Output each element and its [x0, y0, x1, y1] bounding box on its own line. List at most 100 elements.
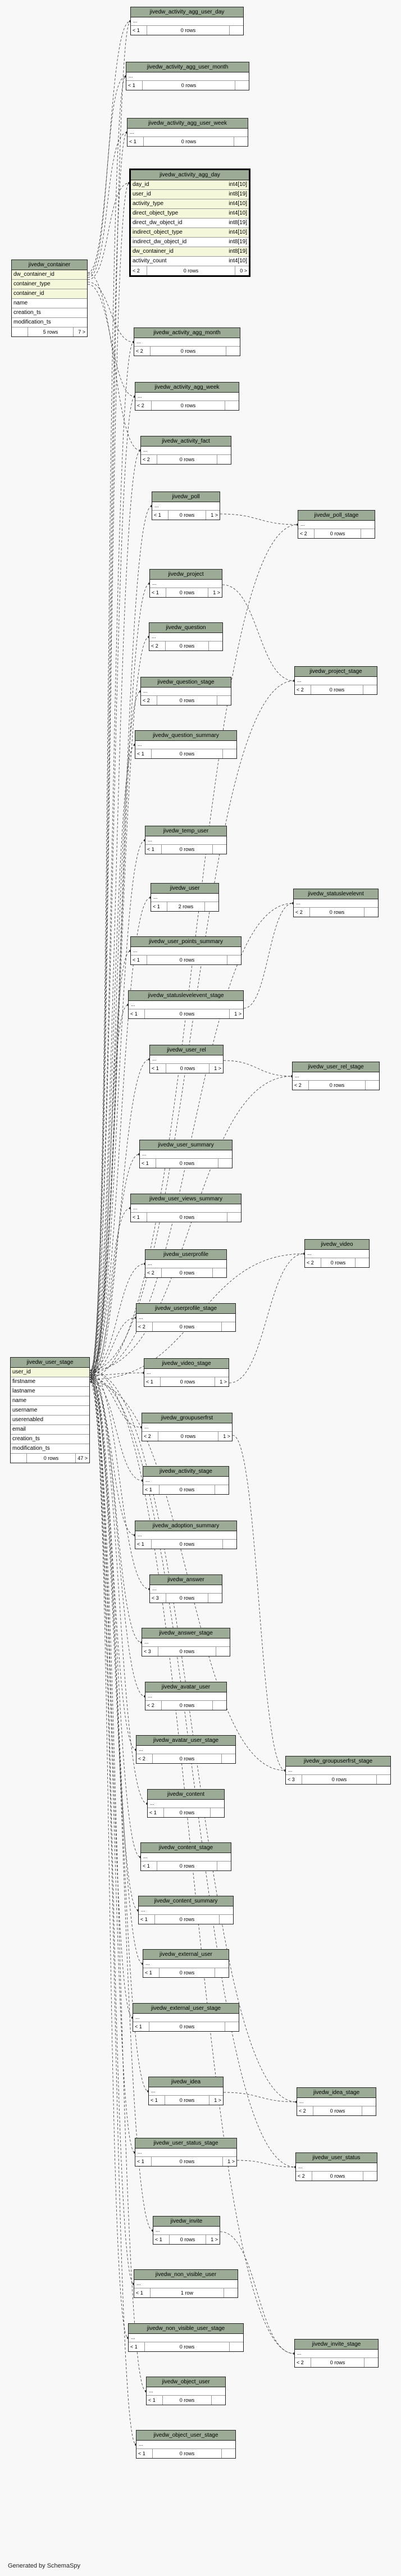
table-title[interactable]: jivedw_container — [12, 260, 87, 270]
table-title[interactable]: jivedw_content — [148, 1790, 224, 1800]
table-title[interactable]: jivedw_activity_agg_day — [131, 170, 249, 180]
table-title[interactable]: jivedw_activity_agg_user_week — [127, 119, 248, 129]
table-title[interactable]: jivedw_activity_fact — [141, 436, 231, 447]
table-title[interactable]: jivedw_question — [149, 623, 222, 633]
table-title[interactable]: jivedw_question_stage — [141, 677, 231, 688]
table-title[interactable]: jivedw_user_summary — [140, 1140, 232, 1150]
table-title[interactable]: jivedw_external_user — [143, 1950, 229, 1960]
table-title[interactable]: jivedw_invite — [153, 2217, 220, 2227]
table-title[interactable]: jivedw_object_user_stage — [136, 2431, 235, 2441]
table-title[interactable]: jivedw_groupuserfrst — [142, 1413, 232, 1423]
table-title[interactable]: jivedw_statuslevelevnt — [294, 889, 378, 899]
table-title[interactable]: jivedw_user_rel_stage — [293, 1062, 379, 1072]
table-title[interactable]: jivedw_invite_stage — [295, 2340, 378, 2350]
table-title[interactable]: jivedw_user_points_summary — [131, 937, 241, 947]
table-title[interactable]: jivedw_non_visible_user — [134, 2270, 238, 2280]
table-title[interactable]: jivedw_user_status — [296, 2153, 377, 2163]
table-title[interactable]: jivedw_adoption_summary — [135, 1521, 236, 1531]
table-title[interactable]: jivedw_avatar_user_stage — [136, 1736, 235, 1746]
table-title[interactable]: jivedw_activity_stage — [143, 1467, 229, 1477]
table-title[interactable]: jivedw_userprofile — [145, 1250, 226, 1260]
table-title[interactable]: jivedw_external_user_stage — [133, 2004, 239, 2014]
table-title[interactable]: jivedw_answer — [150, 1575, 222, 1585]
table-title[interactable]: jivedw_activity_agg_user_day — [131, 7, 243, 17]
table-title[interactable]: jivedw_idea_stage — [297, 2088, 376, 2098]
table-title[interactable]: jivedw_user_rel — [150, 1045, 223, 1055]
table-title[interactable]: jivedw_object_user — [147, 2377, 225, 2387]
table-title[interactable]: jivedw_answer_stage — [142, 1628, 230, 1639]
table-title[interactable]: jivedw_user — [151, 884, 218, 894]
table-title[interactable]: jivedw_user_views_summary — [131, 1194, 241, 1204]
table-title[interactable]: jivedw_video — [305, 1240, 369, 1250]
table-title[interactable]: jivedw_activity_agg_month — [134, 328, 240, 338]
table-title[interactable]: jivedw_question_summary — [135, 731, 236, 741]
table-title[interactable]: jivedw_activity_agg_week — [135, 383, 239, 393]
table-title[interactable]: jivedw_temp_user — [145, 826, 226, 836]
table-title[interactable]: jivedw_activity_agg_user_month — [126, 62, 249, 72]
table-title[interactable]: jivedw_user_status_stage — [135, 2138, 236, 2149]
table-title[interactable]: jivedw_groupuserfrst_stage — [286, 1756, 390, 1767]
table-title[interactable]: jivedw_poll — [152, 492, 220, 502]
table-title[interactable]: jivedw_poll_stage — [298, 511, 375, 521]
table-title[interactable]: jivedw_userprofile_stage — [136, 1304, 235, 1314]
table-title[interactable]: jivedw_project_stage — [295, 667, 377, 677]
table-title[interactable]: jivedw_avatar_user — [145, 1682, 226, 1692]
table-title[interactable]: jivedw_idea — [149, 2077, 223, 2087]
table-title[interactable]: jivedw_video_stage — [144, 1359, 229, 1369]
table-title[interactable]: jivedw_content_stage — [141, 1843, 231, 1853]
table-title[interactable]: jivedw_non_visible_user_stage — [129, 2324, 243, 2334]
table-title[interactable]: jivedw_user_stage — [11, 1358, 89, 1368]
table-title[interactable]: jivedw_project — [150, 570, 222, 580]
